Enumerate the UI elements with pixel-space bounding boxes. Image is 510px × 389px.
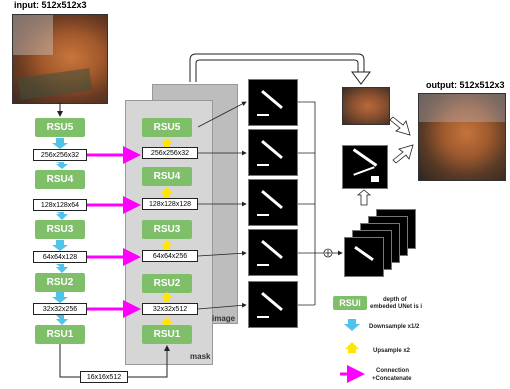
fused-mask-preview xyxy=(342,145,388,189)
stack-to-fused-arrow xyxy=(356,189,372,206)
encoder-rsu4: RSU4 xyxy=(35,170,85,189)
image-bypass-arrow xyxy=(189,53,365,82)
to-output-arrow-top xyxy=(389,116,411,136)
to-concat-lines xyxy=(298,101,343,306)
skip-connections xyxy=(87,146,141,318)
side-output-arrows xyxy=(197,101,247,310)
decoder-rsu3: RSU3 xyxy=(142,220,192,239)
encoder-rsu2: RSU2 xyxy=(35,273,85,292)
decoder-rsu5: RSU5 xyxy=(142,118,192,137)
legend-connection-1: Connection xyxy=(376,368,409,374)
decoder-rsu1: RSU1 xyxy=(142,325,192,344)
legend-rsu-text-1: depth of xyxy=(383,297,407,303)
decoder-tensor-2: 128x128x128 xyxy=(142,198,198,210)
legend-downsample: Downsample x1/2 xyxy=(369,324,420,330)
encoder-tensor-2: 128x128x64 xyxy=(33,199,87,211)
decoder-tensor-3: 64x64x256 xyxy=(142,250,198,262)
legend-upsample: Upsample x2 xyxy=(373,348,411,354)
side-output-mask-3 xyxy=(248,179,298,226)
decoder-tensor-1: 256x256x32 xyxy=(142,147,198,159)
image-panel-label: image xyxy=(212,314,236,323)
legend-rsu-box: RSUi xyxy=(333,296,367,310)
side-output-mask-4 xyxy=(248,229,298,276)
decoder-rsu4: RSU4 xyxy=(142,167,192,186)
side-output-mask-2 xyxy=(248,129,298,176)
encoder-tensor-5: 16x16x512 xyxy=(80,371,128,383)
stacked-mask-5 xyxy=(344,237,384,277)
output-image xyxy=(418,93,506,181)
up-arrow-yellow-icon xyxy=(345,342,359,353)
legend-rsu-text-2: embeded UNet is i xyxy=(370,304,423,310)
encoder-rsu5: RSU5 xyxy=(35,118,85,137)
bottleneck-path xyxy=(59,344,80,378)
encoder-tensor-3: 64x64x128 xyxy=(33,251,87,263)
mask-panel-label: mask xyxy=(190,352,211,361)
legend-connection-2: +Concatenate xyxy=(372,376,412,382)
side-output-mask-1 xyxy=(248,79,298,126)
side-output-mask-5 xyxy=(248,281,298,328)
masked-image-preview xyxy=(342,87,390,125)
encoder-rsu1: RSU1 xyxy=(35,325,85,344)
output-label: output: 512x512x3 xyxy=(426,80,505,90)
encoder-rsu3: RSU3 xyxy=(35,220,85,239)
encoder-tensor-4: 32x32x256 xyxy=(33,303,87,315)
down-arrow-blue-icon xyxy=(344,319,360,331)
bottleneck-path-2 xyxy=(128,345,170,378)
upsample-arrows xyxy=(161,138,173,325)
decoder-rsu2: RSU2 xyxy=(142,274,192,293)
to-output-arrow-bottom xyxy=(392,144,414,164)
downsample-arrows xyxy=(52,138,68,325)
encoder-tensor-1: 256x256x32 xyxy=(33,149,87,161)
input-label: input: 512x512x3 xyxy=(14,0,87,10)
decoder-tensor-4: 32x32x512 xyxy=(142,303,198,315)
